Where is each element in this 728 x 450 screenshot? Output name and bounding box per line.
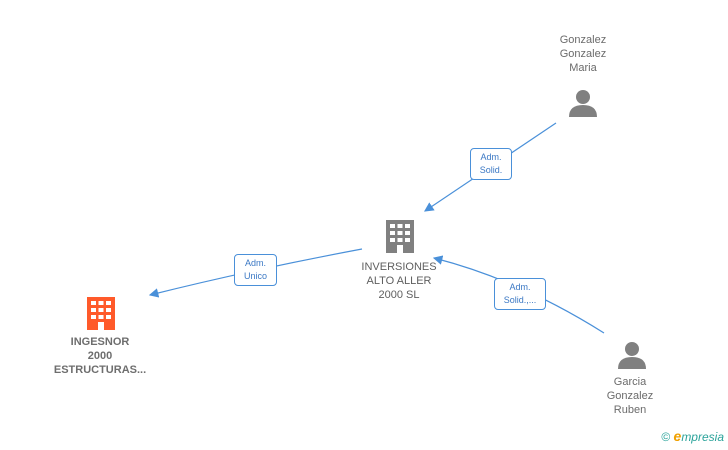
- person-icon[interactable]: [569, 90, 597, 117]
- node-label-ruben[interactable]: Garcia Gonzalez Ruben: [606, 376, 654, 416]
- person-icon[interactable]: [618, 342, 646, 369]
- building-icon-focus[interactable]: [87, 297, 115, 330]
- copyright-icon: ©: [661, 430, 671, 444]
- node-label-ingesnor[interactable]: INGESNOR 2000 ESTRUCTURAS...: [53, 336, 147, 376]
- relation-label-ruben-inversiones[interactable]: Adm. Solid.,...: [494, 278, 546, 310]
- node-label-maria[interactable]: Gonzalez Gonzalez Maria: [559, 34, 607, 74]
- brand-name: mpresia: [681, 430, 724, 444]
- relation-label-inversiones-ingesnor[interactable]: Adm. Unico: [234, 254, 277, 286]
- empresia-logo: © empresia: [661, 428, 724, 444]
- node-label-inversiones[interactable]: INVERSIONES ALTO ALLER 2000 SL: [361, 261, 437, 301]
- building-icon[interactable]: [386, 220, 414, 253]
- brand-initial: e: [673, 428, 682, 444]
- relation-label-maria-inversiones[interactable]: Adm. Solid.: [470, 148, 512, 180]
